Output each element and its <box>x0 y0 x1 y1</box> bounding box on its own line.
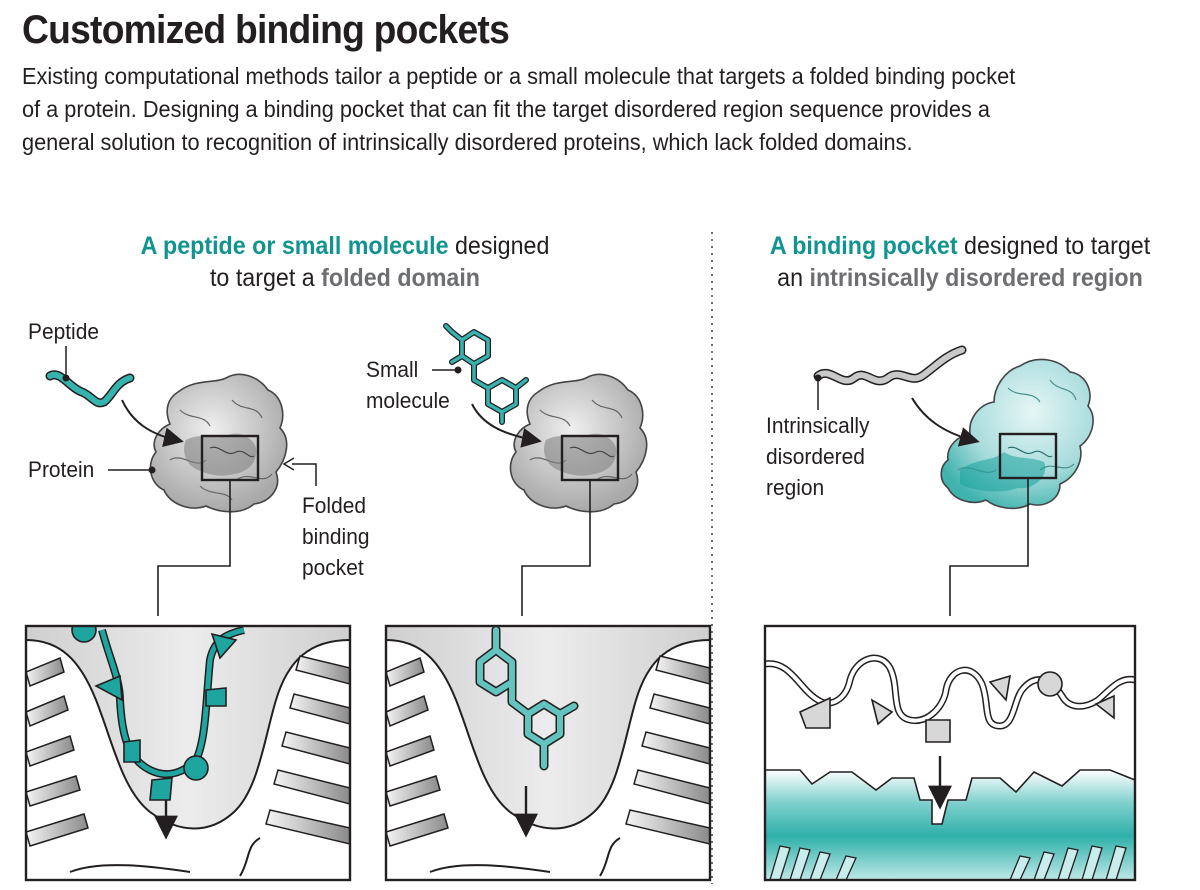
idr-label-line: disordered <box>766 444 865 469</box>
peptide-label: Peptide <box>28 316 99 347</box>
left-heading-highlight: A peptide or small molecule <box>140 232 449 260</box>
right-heading-idr: intrinsically disordered region <box>809 264 1143 292</box>
idr-arrow <box>911 397 980 447</box>
figure-title: Customized binding pockets <box>22 8 510 52</box>
figure-subtitle: Existing computational methods tailor a … <box>22 60 1160 159</box>
left-heading-folded-domain: folded domain <box>321 264 481 292</box>
protein-label: Protein <box>28 454 94 485</box>
small-molecule-label-line: Small <box>366 357 419 382</box>
idr-label: Intrinsically disordered region <box>766 410 869 503</box>
folded-pocket-label-line: Folded <box>302 493 366 518</box>
zoom-box-peptide-frame <box>24 624 352 882</box>
left-panel-heading: A peptide or small molecule designed to … <box>80 230 610 294</box>
zoom-box-designed-pocket-frame <box>763 624 1137 882</box>
connector-right <box>949 478 1029 616</box>
idr-label-line: region <box>766 475 825 500</box>
folded-pocket-leader <box>292 463 317 486</box>
right-heading-highlight: A binding pocket <box>769 232 958 260</box>
folded-pocket-label: Folded binding pocket <box>302 490 369 583</box>
connector-left <box>157 480 231 616</box>
right-heading-line2: an <box>777 264 810 292</box>
left-heading-line2: to target a <box>209 264 322 292</box>
peptide-arrow <box>121 399 184 448</box>
zoom-box-small-molecule <box>386 626 710 880</box>
right-panel-heading: A binding pocket designed to target an i… <box>737 230 1183 294</box>
small-molecule-label: Small molecule <box>366 354 450 416</box>
idr-protein-icon <box>940 358 1094 510</box>
subtitle-line: general solution to recognition of intri… <box>22 129 913 155</box>
zoom-box-peptide <box>26 626 350 880</box>
small-molecule-protein-icon <box>509 373 648 513</box>
subtitle-line: Existing computational methods tailor a … <box>22 63 1016 89</box>
zoom-box-designed-pocket <box>765 626 1135 880</box>
protein-label-text: Protein <box>28 457 95 482</box>
left-heading-rest: designed <box>448 232 550 260</box>
connector-middle <box>521 480 591 616</box>
zoom-box-small-molecule-frame <box>384 624 712 882</box>
right-heading-rest: designed to target <box>957 232 1151 260</box>
idr-label-line: Intrinsically <box>766 413 870 438</box>
small-molecule-label-line: molecule <box>366 388 450 413</box>
folded-pocket-label-line: binding <box>302 524 370 549</box>
folded-pocket-label-line: pocket <box>302 555 364 580</box>
peptide-protein-icon <box>149 373 288 513</box>
subtitle-line: of a protein. Designing a binding pocket… <box>22 96 990 122</box>
small-molecule-arrow <box>471 403 542 448</box>
peptide-label-text: Peptide <box>28 319 99 344</box>
